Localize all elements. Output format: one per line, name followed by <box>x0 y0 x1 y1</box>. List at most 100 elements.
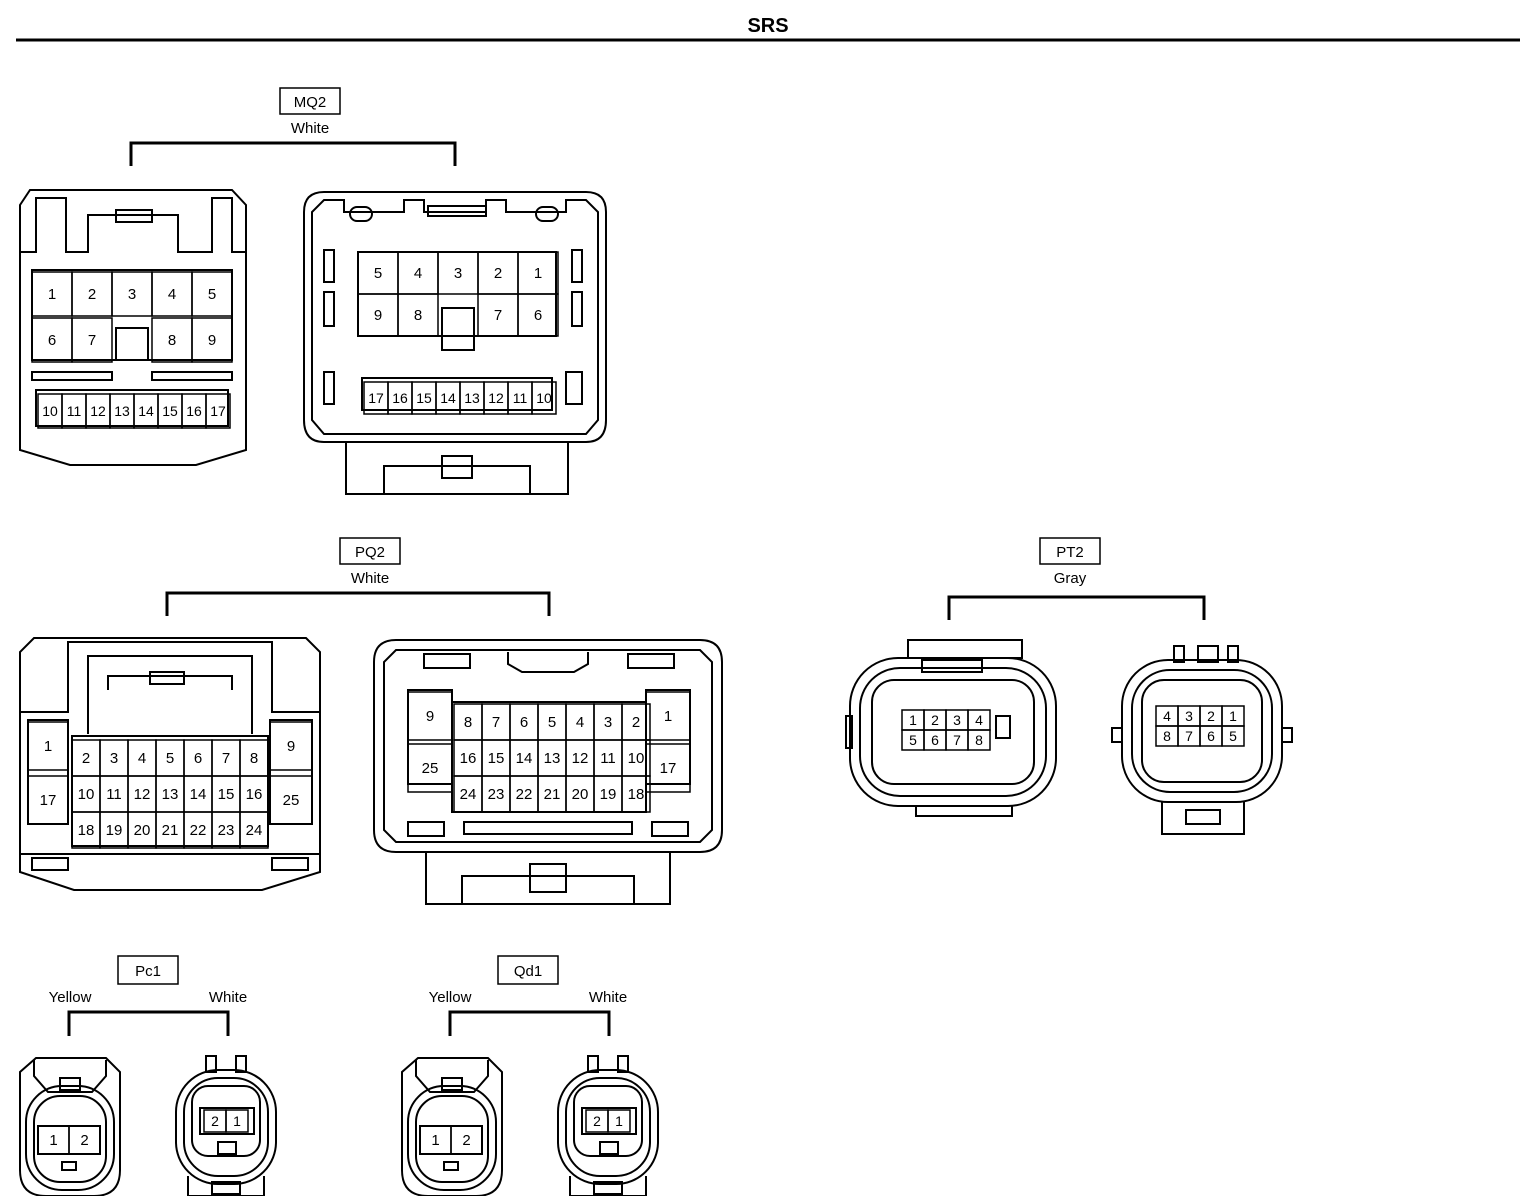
mq2-tag-box <box>279 87 341 115</box>
pt2-right-pin-4: 4 <box>1155 705 1179 727</box>
pt2-left-connector <box>845 639 1057 817</box>
mq2-left-pin-4: 4 <box>151 271 193 317</box>
pq2-left-pin-10: 10 <box>71 775 101 813</box>
connector-pt2: PT2 Gray <box>845 537 1293 835</box>
svg-text:2: 2 <box>593 1113 601 1129</box>
svg-text:22: 22 <box>190 822 207 839</box>
pt2-right-pin-5: 5 <box>1221 725 1245 747</box>
svg-text:17: 17 <box>210 403 226 419</box>
pq2-bracket <box>165 591 551 616</box>
svg-text:1: 1 <box>909 712 917 728</box>
mq2-right-pin-8: 8 <box>397 293 439 337</box>
svg-text:8: 8 <box>975 732 983 748</box>
svg-text:14: 14 <box>190 786 207 803</box>
key-slot <box>441 307 475 351</box>
mq2-right-pin-6: 6 <box>517 293 559 337</box>
mq2-left-pin-17: 17 <box>205 393 231 429</box>
pq2-right-pin-8: 8 <box>453 703 483 741</box>
pq2-right-pin-6: 6 <box>509 703 539 741</box>
pt2-bracket <box>947 595 1206 620</box>
svg-text:1: 1 <box>664 708 672 725</box>
svg-text:2: 2 <box>931 712 939 728</box>
pq2-right-pin-22: 22 <box>509 775 539 813</box>
pq2-left-pin-22: 22 <box>183 811 213 849</box>
svg-text:5: 5 <box>208 286 216 303</box>
svg-text:6: 6 <box>194 750 202 767</box>
svg-text:8: 8 <box>464 714 472 731</box>
mq2-right-pin-9: 9 <box>357 293 399 337</box>
svg-text:21: 21 <box>544 786 561 803</box>
svg-text:23: 23 <box>218 822 235 839</box>
svg-text:4: 4 <box>138 750 146 767</box>
svg-text:5: 5 <box>909 732 917 748</box>
svg-text:6: 6 <box>534 307 542 324</box>
pq2-right-pin-25: 25 <box>407 743 453 793</box>
svg-text:3: 3 <box>454 265 462 282</box>
mq2-left-pin-16: 16 <box>181 393 207 429</box>
svg-text:5: 5 <box>1229 728 1237 744</box>
pq2-left-pin-5: 5 <box>155 739 185 777</box>
mq2-left-pin-9: 9 <box>191 317 233 363</box>
connector-qd1: Qd1 Yellow White <box>401 955 659 1196</box>
svg-text:6: 6 <box>1207 728 1215 744</box>
svg-text:20: 20 <box>572 786 589 803</box>
svg-text:7: 7 <box>1185 728 1193 744</box>
svg-text:15: 15 <box>488 750 505 767</box>
svg-text:16: 16 <box>392 390 408 406</box>
svg-text:24: 24 <box>246 822 263 839</box>
connector-pq2: PQ2 White <box>19 537 723 905</box>
pc1-right-pin-1: 1 <box>225 1109 249 1133</box>
pq2-left-pin-6: 6 <box>183 739 213 777</box>
pq2-right-pin-14: 14 <box>509 739 539 777</box>
svg-text:24: 24 <box>460 786 477 803</box>
svg-text:12: 12 <box>488 390 504 406</box>
pt2-right-connector <box>1111 645 1293 835</box>
svg-text:7: 7 <box>494 307 502 324</box>
connector-pc1: Pc1 Yellow White <box>19 955 277 1196</box>
qd1-right-pin-1: 1 <box>607 1109 631 1133</box>
svg-text:6: 6 <box>520 714 528 731</box>
pq2-right-pin-9: 9 <box>407 691 453 741</box>
qd1-color-right: White <box>589 989 627 1006</box>
pc1-color-right: White <box>209 989 247 1006</box>
mq2-right-pin-10: 10 <box>531 381 557 415</box>
svg-text:11: 11 <box>600 750 616 767</box>
svg-text:13: 13 <box>114 403 130 419</box>
qd1-color-left: Yellow <box>429 989 472 1006</box>
svg-text:10: 10 <box>78 786 95 803</box>
pq2-left-pin-12: 12 <box>127 775 157 813</box>
svg-text:14: 14 <box>138 403 154 419</box>
svg-text:23: 23 <box>488 786 505 803</box>
mq2-left-pin-14: 14 <box>133 393 159 429</box>
mq2-left-pin-2: 2 <box>71 271 113 317</box>
mq2-right-pin-5: 5 <box>357 251 399 295</box>
mq2-left-pin-6: 6 <box>31 317 73 363</box>
svg-text:1: 1 <box>49 1132 57 1149</box>
svg-text:8: 8 <box>414 307 422 324</box>
svg-text:3: 3 <box>953 712 961 728</box>
pq2-left-pin-15: 15 <box>211 775 241 813</box>
mq2-left-pin-13: 13 <box>109 393 135 429</box>
pt2-left-pin-4: 4 <box>967 709 991 731</box>
svg-text:1: 1 <box>615 1113 623 1129</box>
svg-text:9: 9 <box>374 307 382 324</box>
pq2-right-pin-19: 19 <box>593 775 623 813</box>
svg-text:16: 16 <box>246 786 263 803</box>
svg-text:13: 13 <box>464 390 480 406</box>
svg-text:12: 12 <box>90 403 106 419</box>
svg-text:13: 13 <box>544 750 561 767</box>
pc1-right-pin-2: 2 <box>203 1109 227 1133</box>
svg-text:7: 7 <box>953 732 961 748</box>
qd1-tag: Qd1 <box>514 963 542 980</box>
pq2-left-pin-17: 17 <box>27 775 69 825</box>
pq2-left-pin-4: 4 <box>127 739 157 777</box>
pq2-left-pin-16: 16 <box>239 775 269 813</box>
mq2-right-connector <box>303 191 607 495</box>
svg-text:14: 14 <box>516 750 533 767</box>
svg-text:15: 15 <box>416 390 432 406</box>
pq2-left-pin-8: 8 <box>239 739 269 777</box>
svg-text:8: 8 <box>168 332 176 349</box>
pq2-right-pin-18: 18 <box>621 775 651 813</box>
pc1-right-connector <box>175 1055 277 1196</box>
mq2-left-pin-15: 15 <box>157 393 183 429</box>
